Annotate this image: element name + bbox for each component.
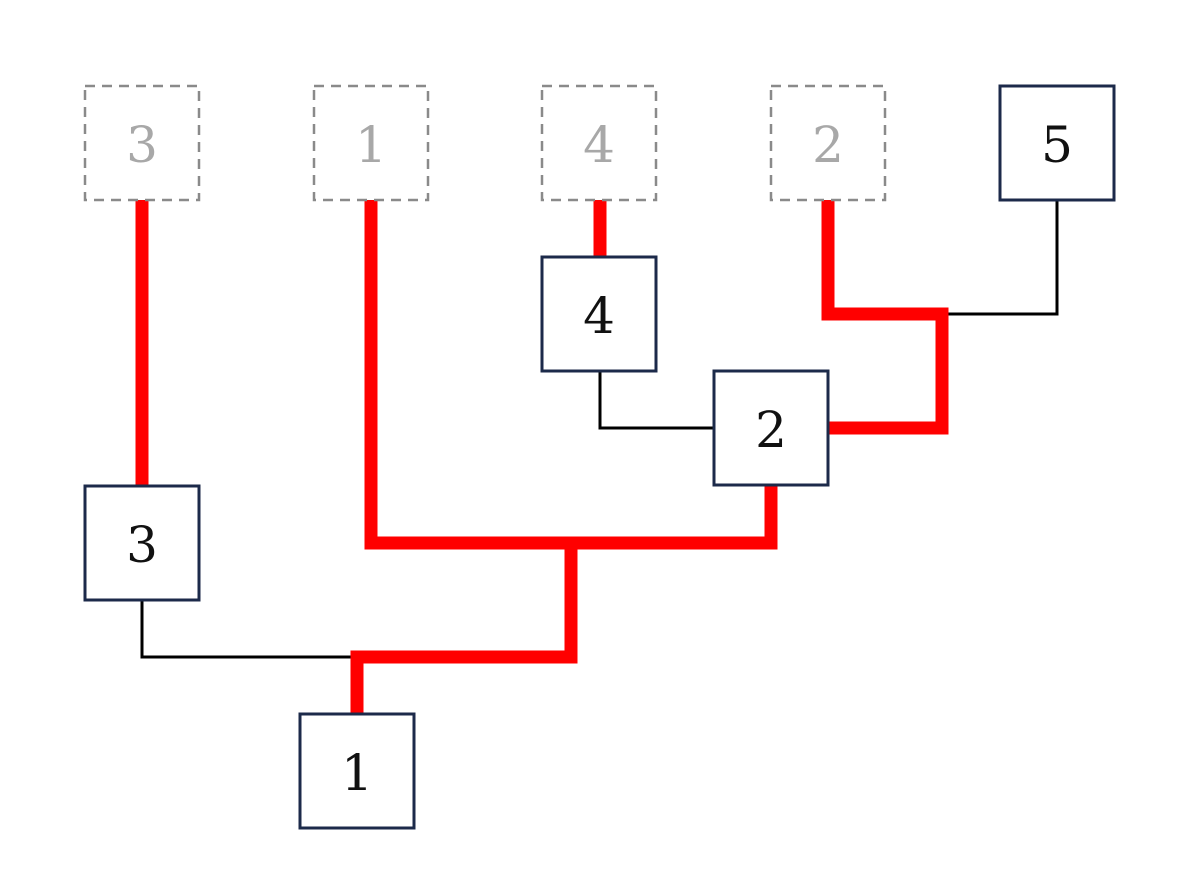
nodes-layer: 3 1 4 2 5 4 2 3 1 (83, 84, 1116, 830)
ghost-node-1: 1 (312, 84, 430, 202)
node-box-2 (712, 369, 830, 487)
node-label-2: 2 (755, 401, 787, 459)
ghost-node-box-3 (83, 84, 201, 202)
ghost-node-4: 4 (540, 84, 658, 202)
node-3: 3 (83, 484, 201, 602)
edge-g2-n2-highlighted (821, 200, 949, 435)
edges-layer (135, 200, 1059, 714)
ghost-node-2: 2 (769, 84, 887, 202)
ghost-node-label-1: 1 (355, 116, 387, 174)
node-box-3 (83, 484, 201, 602)
ghost-node-box-4 (540, 84, 658, 202)
node-label-1: 1 (341, 744, 373, 802)
ghost-node-box-1 (312, 84, 430, 202)
ghost-node-3: 3 (83, 84, 201, 202)
node-1: 1 (298, 712, 416, 830)
node-box-1 (298, 712, 416, 830)
node-box-4 (540, 255, 658, 373)
ghost-node-box-2 (769, 84, 887, 202)
node-label-5: 5 (1041, 116, 1073, 174)
node-box-5 (998, 84, 1116, 202)
node-label-3: 3 (126, 516, 158, 574)
edge-g1-n1-highlighted (350, 200, 578, 714)
ghost-node-label-3: 3 (126, 116, 158, 174)
node-5: 5 (998, 84, 1116, 202)
edge-n3-n1 (140, 600, 357, 659)
node-2: 2 (712, 369, 830, 487)
ghost-node-label-4: 4 (583, 116, 615, 174)
node-4: 4 (540, 255, 658, 373)
ghost-node-label-2: 2 (812, 116, 844, 174)
edge-n5-n2 (942, 200, 1059, 316)
edge-n2-n1-highlighted (571, 486, 778, 550)
node-label-4: 4 (583, 287, 615, 345)
edge-n4-n2 (598, 371, 714, 430)
